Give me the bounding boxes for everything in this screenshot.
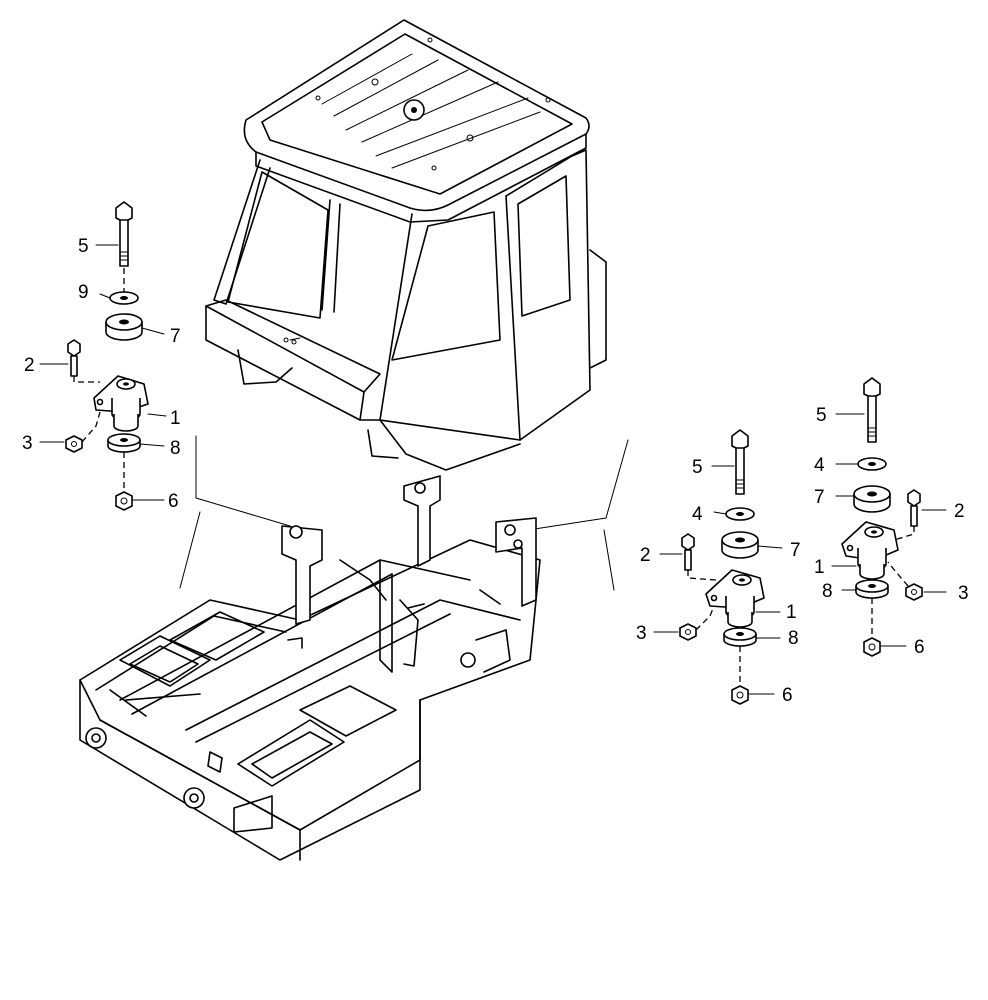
callout-mid-1: 1: [786, 602, 797, 623]
callout-right-2: 2: [954, 501, 965, 522]
callout-left-9: 9: [78, 282, 89, 303]
callout-left-2: 2: [24, 355, 35, 376]
callout-mid-2: 2: [640, 545, 651, 566]
callout-mid-6: 6: [782, 685, 793, 706]
callout-right-7: 7: [814, 487, 825, 508]
right-mount-assembly: [831, 377, 947, 657]
callout-right-6: 6: [914, 637, 925, 658]
callout-left-6: 6: [168, 491, 179, 512]
callout-mid-5: 5: [692, 457, 703, 478]
middle-mount-assembly: [653, 429, 783, 705]
callout-right-4: 4: [814, 455, 825, 476]
cab-drawing: [205, 19, 607, 471]
callout-right-8: 8: [822, 581, 833, 602]
callout-mid-7: 7: [790, 540, 801, 561]
right-callouts: 5 4 7 2 1 8 3 6: [814, 405, 969, 658]
callout-mid-4: 4: [692, 504, 703, 525]
callout-left-8: 8: [170, 438, 181, 459]
left-mount-assembly: [39, 201, 167, 511]
left-callouts: 5 9 7 2 1 3 8 6: [22, 236, 181, 512]
callout-right-3: 3: [958, 583, 969, 604]
callout-left-7: 7: [170, 326, 181, 347]
middle-callouts: 5 4 7 2 1 3 8 6: [636, 457, 801, 706]
callout-right-5: 5: [816, 405, 827, 426]
callout-mid-3: 3: [636, 623, 647, 644]
callout-left-3: 3: [22, 433, 33, 454]
callout-left-5: 5: [78, 236, 89, 257]
callout-left-1: 1: [170, 408, 181, 429]
callout-mid-8: 8: [788, 628, 799, 649]
callout-right-1: 1: [814, 557, 825, 578]
frame-drawing: [79, 435, 629, 861]
